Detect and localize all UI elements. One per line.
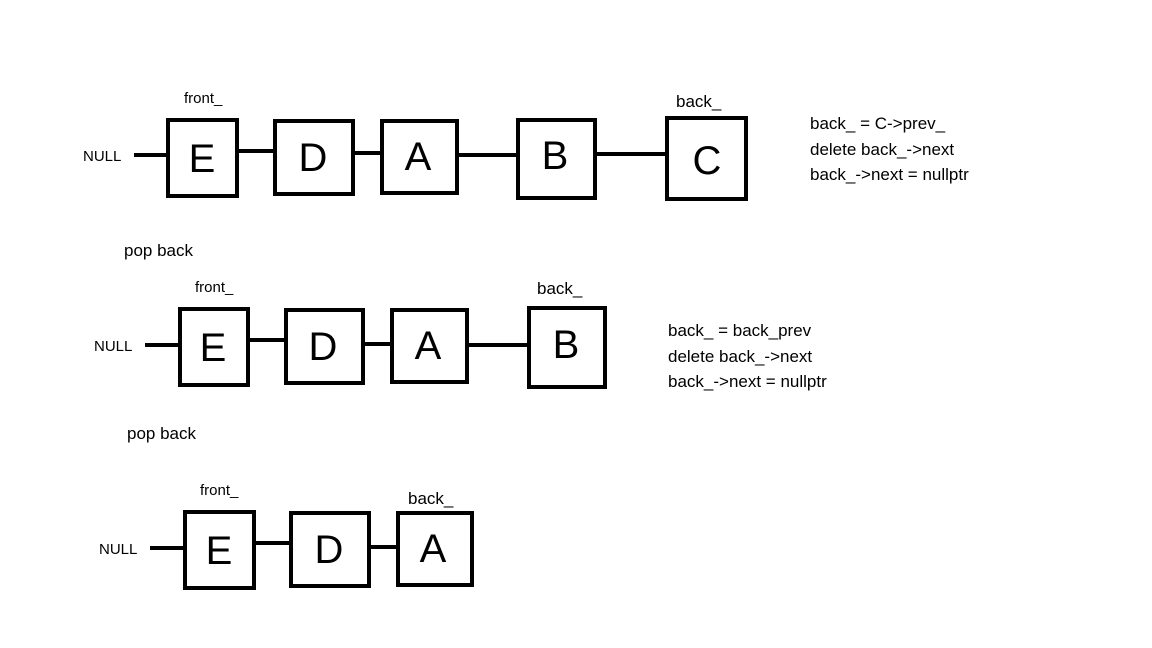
node-box bbox=[390, 308, 469, 384]
node-label: C bbox=[693, 139, 722, 183]
node-box bbox=[284, 308, 365, 385]
node-label: A bbox=[405, 135, 432, 179]
node-label: E bbox=[200, 326, 227, 370]
node-label: A bbox=[415, 324, 442, 368]
node-label: E bbox=[206, 529, 233, 573]
node-label: E bbox=[189, 137, 216, 181]
back-pointer-label: back_ bbox=[408, 489, 454, 508]
front-pointer-label: front_ bbox=[200, 482, 239, 499]
code-line: back_->next = nullptr bbox=[810, 165, 969, 184]
node-label: B bbox=[553, 323, 580, 367]
node-box bbox=[527, 306, 607, 389]
front-pointer-label: front_ bbox=[195, 279, 234, 296]
node-box bbox=[289, 511, 371, 588]
node-label: D bbox=[309, 325, 338, 369]
row-3: pop back E D A NULL front_ back_ bbox=[99, 424, 474, 590]
node-box bbox=[516, 118, 597, 200]
node-label: D bbox=[315, 528, 344, 572]
node-box bbox=[178, 307, 250, 387]
node-box bbox=[273, 119, 355, 196]
null-label: NULL bbox=[83, 148, 121, 165]
operation-label: pop back bbox=[127, 424, 196, 443]
node-label: B bbox=[542, 134, 569, 178]
code-line: delete back_->next bbox=[668, 347, 812, 366]
row-1: E D A B C NULL front_ back_ back_ = C->p… bbox=[83, 90, 969, 201]
code-line: delete back_->next bbox=[810, 140, 954, 159]
node-box bbox=[166, 118, 239, 198]
code-line: back_ = back_prev bbox=[668, 321, 812, 340]
node-label: A bbox=[420, 527, 447, 571]
null-label: NULL bbox=[94, 338, 132, 355]
node-box bbox=[665, 116, 748, 201]
node-box bbox=[183, 510, 256, 590]
front-pointer-label: front_ bbox=[184, 90, 223, 107]
back-pointer-label: back_ bbox=[676, 92, 722, 111]
code-line: back_->next = nullptr bbox=[668, 372, 827, 391]
operation-label: pop back bbox=[124, 241, 193, 260]
node-box bbox=[380, 119, 459, 195]
row-2: pop back E D A B NULL front_ back_ back_… bbox=[94, 241, 827, 391]
code-line: back_ = C->prev_ bbox=[810, 114, 946, 133]
back-pointer-label: back_ bbox=[537, 279, 583, 298]
node-box bbox=[396, 511, 474, 587]
null-label: NULL bbox=[99, 541, 137, 558]
node-label: D bbox=[299, 136, 328, 180]
